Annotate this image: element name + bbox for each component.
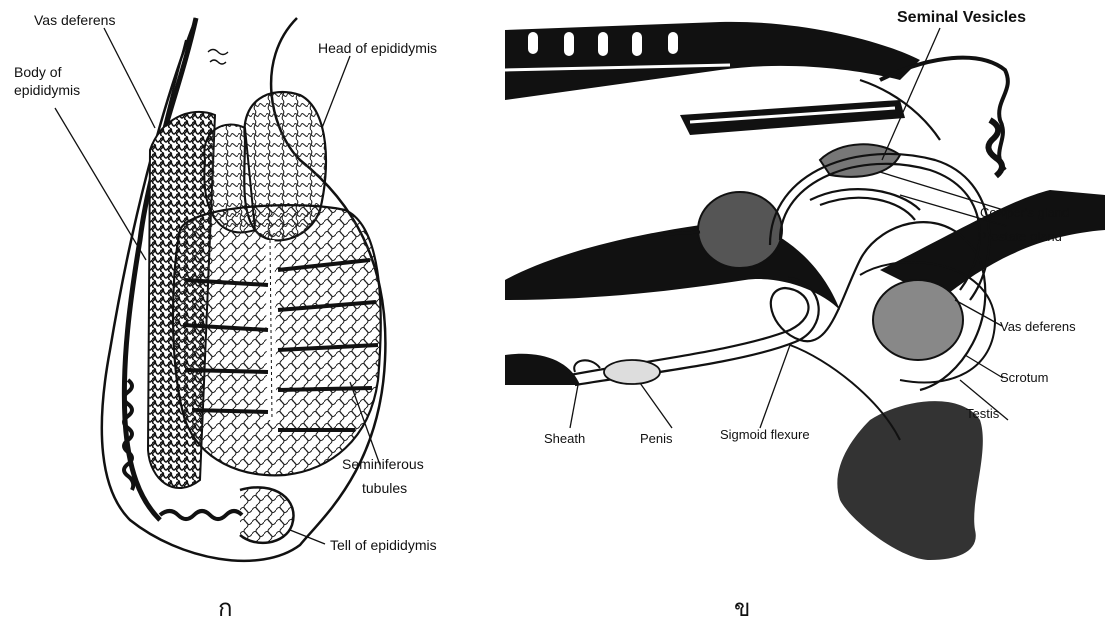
testis-b — [873, 280, 963, 360]
label-prostate-gland: Prostate gland — [978, 228, 1062, 245]
bladder — [698, 192, 782, 268]
caption-figure-b: ข — [734, 588, 750, 627]
label-sheath: Sheath — [544, 430, 585, 447]
hind-leg — [837, 401, 983, 560]
label-testis: Testis — [966, 405, 999, 422]
label-scrotum: Scrotum — [1000, 369, 1048, 386]
label-seminal-vesicles: Seminal Vesicles — [897, 9, 1026, 26]
label-sigmoid-flexure: Sigmoid flexure — [720, 426, 810, 443]
label-vas-deferens-b: Vas deferens — [1000, 318, 1076, 335]
label-penis: Penis — [640, 430, 673, 447]
label-cowpers-gland: Cowper's gland — [980, 204, 1069, 221]
